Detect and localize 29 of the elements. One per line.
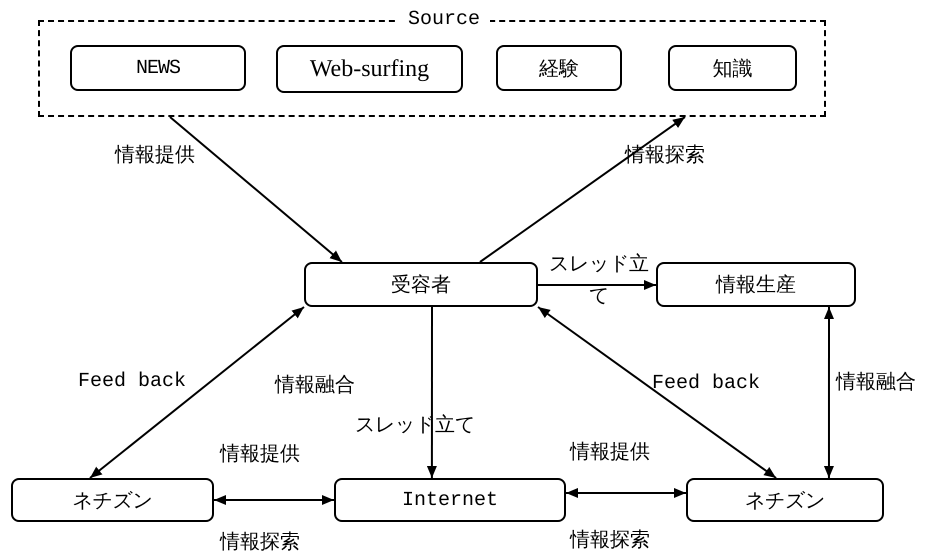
- rounded-box: NEWS: [70, 45, 246, 91]
- arrow: [538, 280, 656, 290]
- double-arrow: [566, 488, 686, 498]
- edge-label: 情報提供: [220, 444, 300, 468]
- rounded-box: ネチズン: [11, 478, 214, 522]
- arrow: [169, 116, 343, 263]
- edge-label: スレッド立て: [355, 415, 475, 439]
- double-arrow: [824, 307, 834, 478]
- rounded-box: Internet: [334, 478, 566, 522]
- text-label: 情報探索: [220, 532, 300, 556]
- arrow: [426, 307, 437, 478]
- rounded-box: 知識: [668, 45, 797, 91]
- edge-label: スレッド立て: [548, 252, 650, 311]
- edge-label: Feed back: [652, 372, 760, 396]
- double-arrow: [537, 306, 777, 479]
- rounded-box: 情報生産: [656, 262, 856, 307]
- double-arrow: [89, 306, 305, 479]
- rounded-box: Web-surfing: [276, 45, 463, 93]
- rounded-box: 受容者: [304, 262, 538, 307]
- edge-label: 情報提供: [115, 145, 195, 169]
- text-label: 情報探索: [570, 530, 650, 554]
- edge-label: 情報提供: [570, 442, 650, 466]
- edge-label: 情報融合: [836, 372, 916, 396]
- text-label: 情報融合: [275, 375, 355, 399]
- double-arrow: [214, 495, 334, 505]
- edge-label: Feed back: [78, 370, 186, 394]
- rounded-box: ネチズン: [686, 478, 884, 522]
- rounded-box: 経験: [496, 45, 622, 91]
- arrow: [479, 116, 686, 263]
